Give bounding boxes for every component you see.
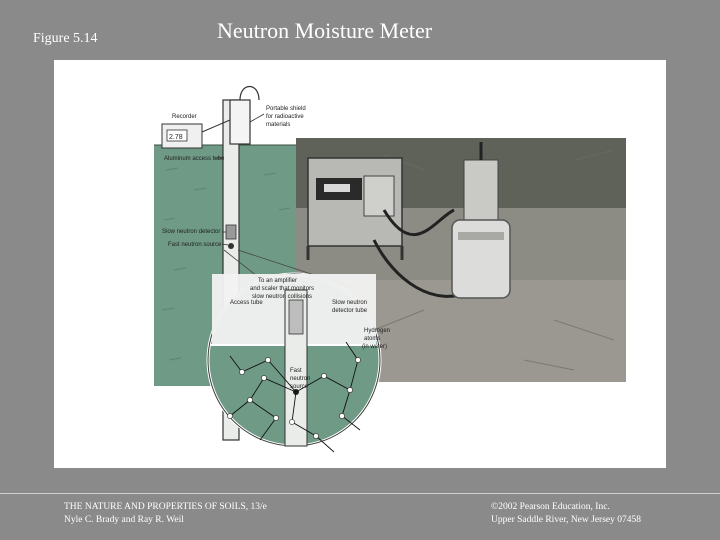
amplifier-label-line1: To an amplifier — [258, 278, 297, 284]
footer-publisher-info: ©2002 Pearson Education, Inc. Upper Sadd… — [491, 501, 641, 527]
slow-neutron-detector — [225, 224, 237, 240]
radioactive-shield-canister — [451, 142, 511, 299]
inset-access-tube-label: Access tube — [230, 300, 263, 306]
inset-hydrogen-label-line2: atoms — [364, 336, 380, 342]
inset-slow-detector-label-line1: Slow neutron — [332, 300, 367, 306]
recorder-value: 2.78 — [169, 134, 183, 141]
slide-title: Neutron Moisture Meter — [217, 18, 433, 43]
footer-divider — [0, 493, 720, 494]
fast-neutron-source — [228, 243, 234, 249]
neutron-meter-illustration: 2.78 Recorder Portable shield for radioa… — [154, 85, 626, 453]
inset-slow-detector-label-line2: detector tube — [332, 308, 368, 314]
publisher-location: Upper Saddle River, New Jersey 07458 — [491, 515, 642, 525]
book-authors: Nyle C. Brady and Ray R. Weil — [64, 515, 184, 525]
amplifier-label-line3: slow neutron collisions — [252, 294, 312, 300]
hydrogen-atoms — [227, 357, 361, 439]
shield-label-line1: Portable shield — [266, 106, 306, 112]
access-tube-label: Aluminum access tube — [164, 156, 225, 162]
book-title: THE NATURE AND PROPERTIES OF SOILS, 13/e — [64, 502, 267, 512]
inset-fast-source-label-line1: Fast — [290, 368, 302, 374]
fast-source-label: Fast neutron source — [168, 242, 222, 248]
inset-hydrogen-label-line1: Hydrogen — [364, 328, 390, 334]
footer-book-info: THE NATURE AND PROPERTIES OF SOILS, 13/e… — [64, 501, 267, 527]
slow-detector-label: Slow neutron detector — [162, 229, 220, 235]
figure-panel: 2.78 Recorder Portable shield for radioa… — [54, 60, 666, 468]
figure-label: Figure 5.14 — [33, 31, 98, 46]
copyright: ©2002 Pearson Education, Inc. — [491, 502, 610, 512]
inset-fast-source-label-line2: neutron — [290, 376, 310, 382]
inset-hydrogen-label-line3: (in water) — [362, 344, 387, 350]
shield-label-line3: materials — [266, 122, 290, 128]
amplifier-label-line2: and scaler that monitors — [250, 286, 314, 292]
shield-label-line2: for radioactive — [266, 114, 304, 120]
magnified-inset: To an amplifier and scaler that monitors… — [206, 272, 390, 453]
recorder-label: Recorder — [172, 114, 197, 120]
inset-fast-source-label-line3: source — [290, 384, 309, 390]
